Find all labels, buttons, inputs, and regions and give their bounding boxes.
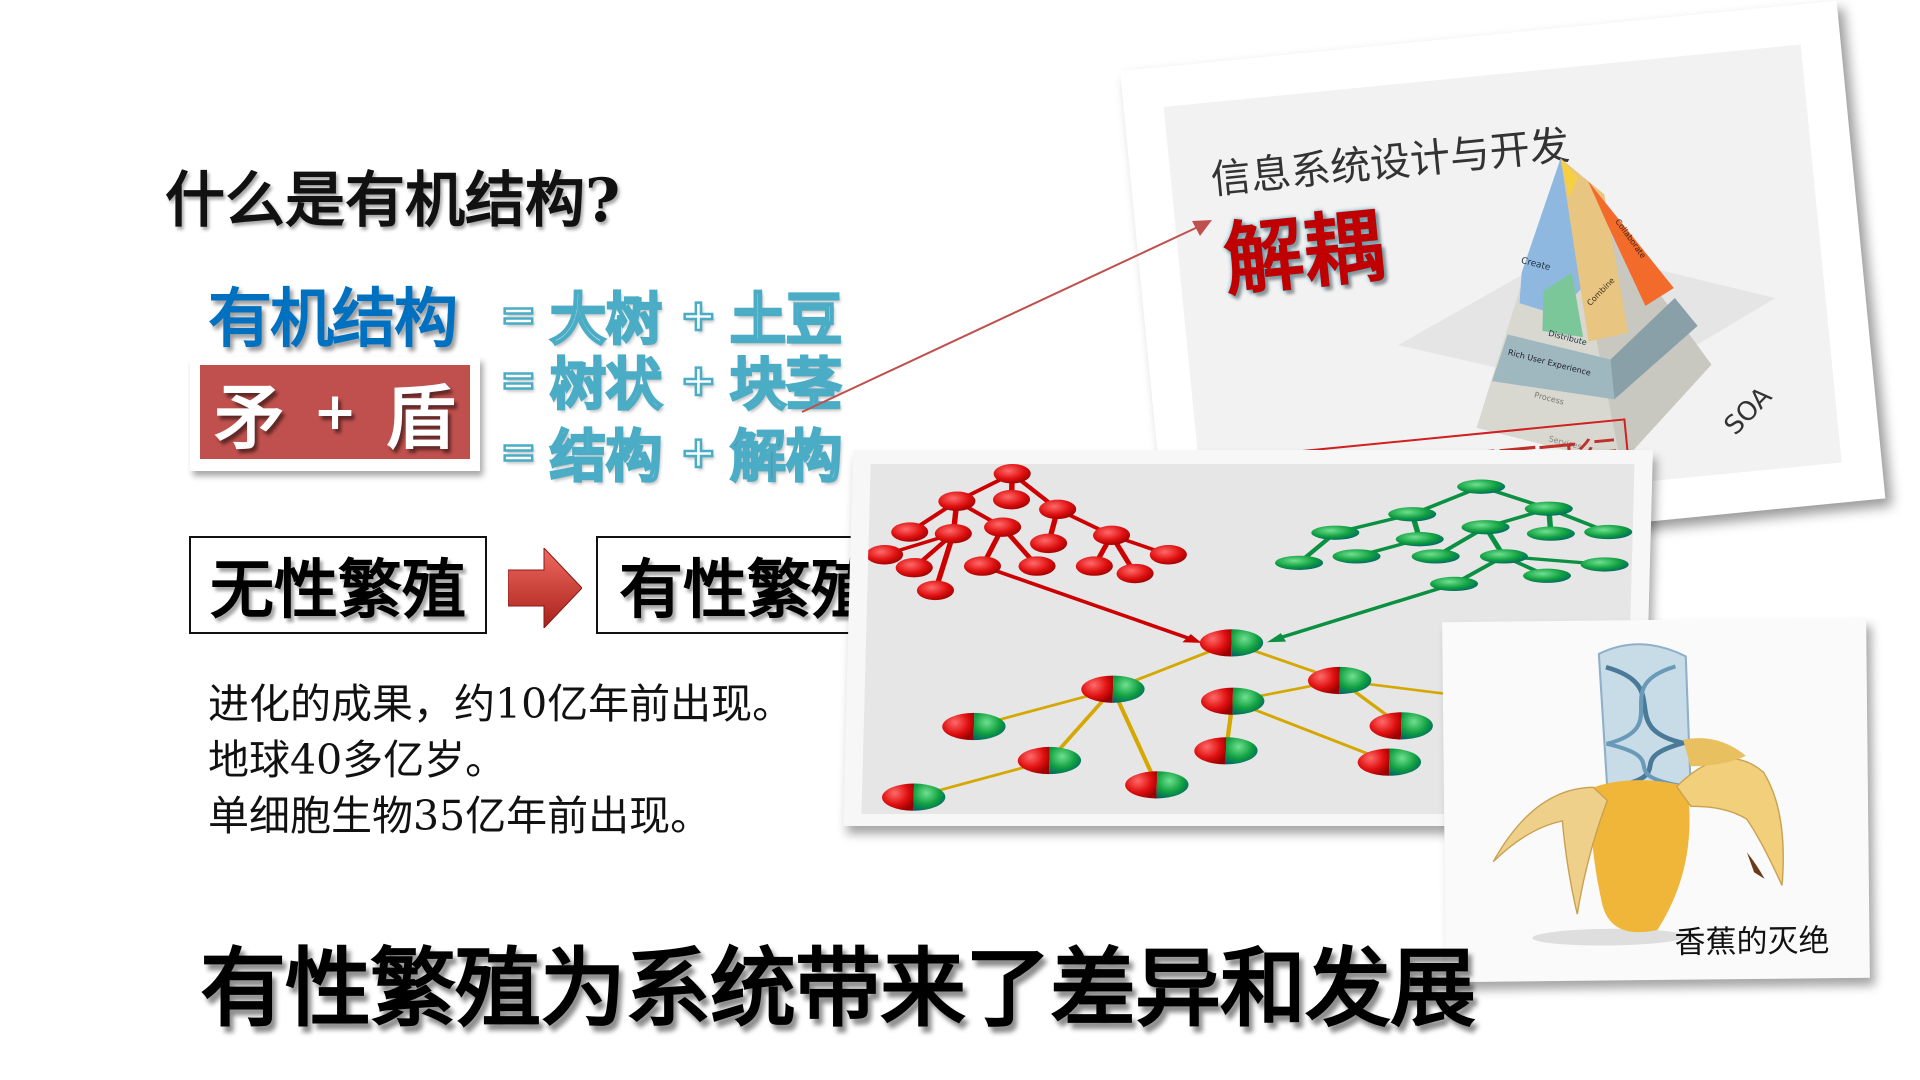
banana-flesh (1591, 780, 1690, 933)
red-tree-node (865, 545, 904, 565)
tree-merge-diagram-card (843, 450, 1653, 826)
tree-edge (1110, 688, 1159, 786)
hybrid-node-red-half (1194, 737, 1227, 765)
plus-sign: + (313, 382, 357, 442)
arrowhead-icon (1266, 633, 1287, 643)
equation-term: 树状 (549, 352, 664, 420)
green-tree-node (1461, 520, 1510, 535)
green-tree-node (1332, 549, 1381, 564)
hybrid-node-green-half (1225, 737, 1258, 765)
hybrid-node-red-half (1125, 771, 1158, 799)
right-arrow-icon (508, 548, 582, 628)
body-line: 单细胞生物35亿年前出现。 (208, 792, 712, 840)
page-title: 什么是有机结构? (165, 166, 621, 236)
hybrid-node-red-half (1199, 629, 1232, 657)
green-tree-node (1395, 532, 1444, 547)
hybrid-node-red-half (942, 712, 975, 741)
conclusion-statement: 有性繁殖为系统带来了差异和发展 (200, 939, 1476, 1039)
hybrid-node-red-half (1081, 675, 1114, 703)
hybrid-node-green-half (1339, 666, 1372, 695)
tree-merge-diagram (861, 464, 1635, 814)
body-line: 进化的成果，约10亿年前出现。 (208, 680, 794, 728)
contradiction-box: 矛 + 盾 (190, 357, 480, 471)
red-tree-node (992, 489, 1031, 510)
merge-arrow-red (981, 564, 1193, 641)
green-tree-node (1311, 525, 1360, 540)
tree-edge (1231, 700, 1391, 764)
plus-sign: + (679, 354, 718, 408)
hybrid-node-green-half (1231, 629, 1264, 657)
red-tree-node (1075, 556, 1113, 576)
structure-char: 构 (785, 424, 844, 492)
red-tree-node (1018, 556, 1056, 576)
banana-caption: 香蕉的灭绝 (1674, 923, 1830, 961)
green-tree-node (1479, 549, 1528, 564)
soa-pyramid-graphic: Create Combine Collaborate Distribute Ri… (1398, 158, 1776, 465)
asexual-reproduction-box: 无性繁殖 (189, 536, 487, 634)
plus-sign: + (679, 426, 718, 480)
hybrid-node-green-half (973, 712, 1006, 741)
plus-sign: + (679, 289, 718, 343)
hybrid-node-red-half (1201, 687, 1234, 715)
hybrid-node-red-half (1017, 746, 1050, 775)
green-tree-node (1430, 576, 1479, 592)
equation-term-deconstruct: 解构 (729, 412, 844, 493)
green-tree-node (1275, 555, 1324, 570)
red-tree-node (1030, 533, 1068, 554)
green-tree-node (1411, 549, 1460, 564)
hybrid-node-red-half (1357, 748, 1390, 776)
equation-term: 块茎 (729, 352, 844, 420)
organic-structure-label: 有机结构 (208, 283, 458, 357)
slide-highlight: 解耦 (1219, 199, 1388, 308)
red-tree-node (993, 464, 1031, 484)
hybrid-node-green-half (1112, 675, 1145, 703)
red-tree-node (984, 517, 1022, 537)
red-tree-node (934, 523, 972, 544)
body-text: 进化的成果，约10亿年前出现。 地球40多亿岁。 单细胞生物35亿年前出现。 (208, 676, 793, 844)
red-tree-node (895, 557, 933, 578)
merge-arrow-green (1276, 582, 1456, 640)
green-tree-node (1523, 568, 1572, 583)
shield-label: 盾 (385, 376, 456, 459)
green-tree-node (1584, 524, 1633, 540)
red-tree-node (963, 556, 1002, 576)
hybrid-node-green-half (1049, 746, 1081, 775)
decouple-char: 解 (729, 424, 787, 491)
hybrid-node-green-half (1232, 687, 1265, 715)
hybrid-node-red-half (1369, 712, 1402, 740)
red-tree-node (1092, 525, 1131, 546)
hybrid-node-green-half (913, 783, 946, 811)
green-tree-node (1580, 557, 1629, 572)
red-tree-node (1149, 545, 1187, 565)
arrowhead-icon (1182, 634, 1202, 643)
hybrid-node-green-half (1400, 712, 1433, 740)
equation-row: = 树状 + 块茎 (499, 340, 844, 421)
dna-banana-image (1492, 643, 1784, 946)
slide-thumbnail-card: 信息系统设计与开发 解耦 Create Combine Collaborate … (1120, 0, 1886, 569)
red-tree-node (916, 580, 955, 601)
green-tree-node (1457, 479, 1506, 494)
body-line: 地球40多亿岁。 (208, 736, 507, 784)
red-tree-node (891, 522, 929, 542)
equals-sign: = (499, 426, 538, 480)
hybrid-node-green-half (1156, 771, 1189, 799)
spear-label: 矛 (214, 376, 285, 459)
red-tree-node (1116, 563, 1154, 584)
banana-extinction-card: 香蕉的灭绝 (1442, 617, 1870, 983)
hybrid-node-red-half (882, 783, 915, 811)
green-tree-node (1524, 501, 1573, 516)
red-tree-node (1039, 499, 1077, 520)
hybrid-node-red-half (1308, 666, 1341, 695)
green-tree-node (1526, 526, 1575, 541)
green-tree-node (1388, 507, 1437, 522)
equation-term: 大树 (549, 287, 664, 355)
red-tree-node (938, 491, 976, 511)
hybrid-node-green-half (1389, 748, 1421, 776)
equation-term: 结构 (549, 424, 664, 492)
equation-row: = 结构 + 解构 (499, 412, 844, 493)
equals-sign: = (499, 354, 538, 408)
equals-sign: = (499, 289, 538, 343)
